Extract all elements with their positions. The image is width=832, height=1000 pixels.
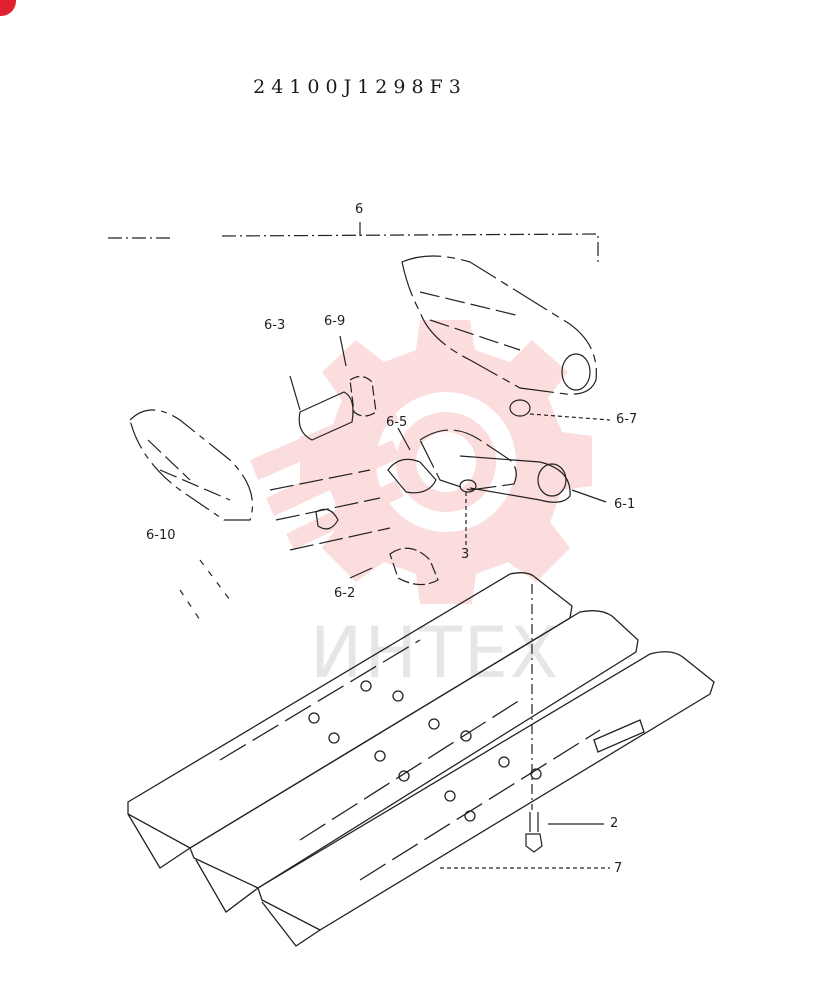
track-shoes (127, 572, 715, 947)
seal-6-5 (387, 458, 437, 494)
label-6-2: 6-2 (334, 586, 356, 601)
line-art (108, 222, 715, 947)
link-6-1 (459, 455, 571, 503)
label-6-5: 6-5 (386, 415, 408, 430)
left-link-6-10 (129, 409, 254, 521)
label-6-3: 6-3 (264, 318, 286, 333)
label-7: 7 (614, 861, 623, 876)
pin-6-3 (298, 391, 354, 441)
label-6: 6 (355, 202, 364, 217)
bush-6-9 (349, 375, 377, 417)
label-6-10: 6-10 (146, 528, 176, 543)
assembly-bracket (108, 233, 599, 264)
label-6-1: 6-1 (614, 497, 636, 512)
label-2: 2 (610, 816, 619, 831)
label-6-9: 6-9 (324, 314, 346, 329)
label-6-7: 6-7 (616, 412, 638, 427)
bush-6-7 (509, 399, 531, 417)
nut-2 (525, 833, 543, 853)
part-number-title: 24100J1298F3 (253, 76, 467, 98)
bolt-3 (459, 479, 477, 493)
upper-link (401, 255, 597, 395)
watermark-text: ИНТЕХ (310, 612, 560, 694)
label-3: 3 (461, 547, 470, 562)
